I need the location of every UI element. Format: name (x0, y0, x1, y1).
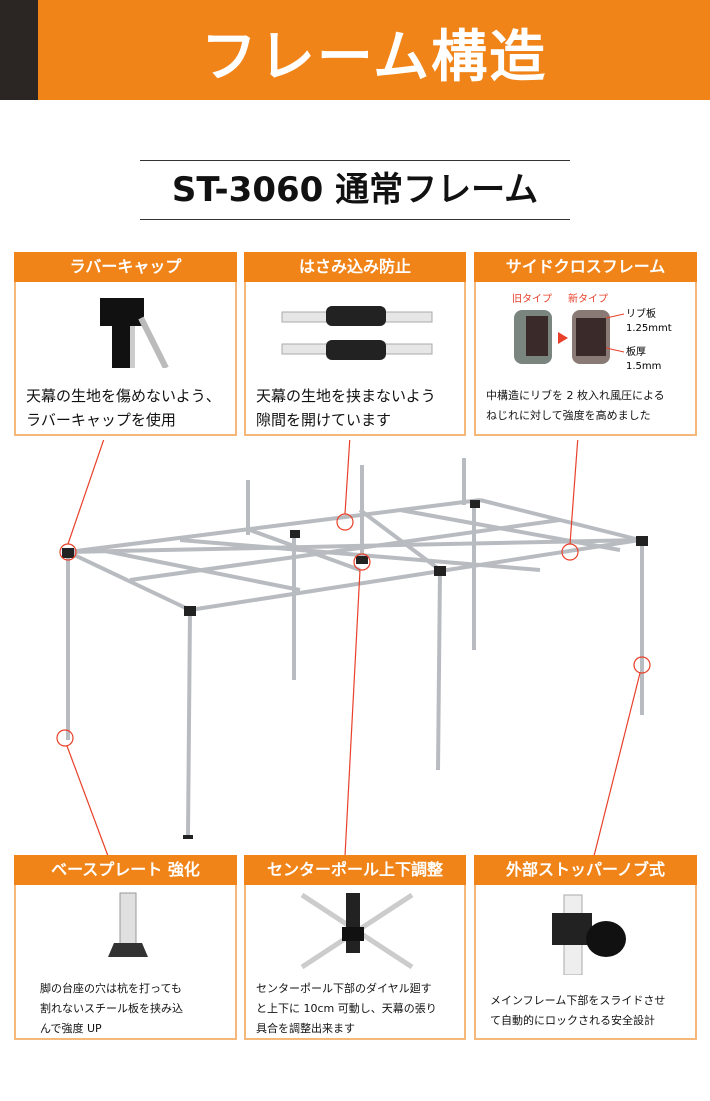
card-center-pole: センターポール上下調整 センターポール下部のダイヤル廻すと上下に 10cm 可動… (244, 855, 466, 1040)
page-title: フレーム構造 (200, 25, 548, 90)
stopper-knob-image (552, 894, 626, 975)
pinch-prevention-image (281, 306, 433, 360)
cross-section-image (514, 310, 625, 364)
frame-structure-diagram (56, 440, 651, 857)
card-text: センターポール下部のダイヤル廻すと上下に 10cm 可動し、天幕の張り具合を調整… (256, 982, 437, 1035)
card-title: ラバーキャップ (14, 252, 237, 282)
base-plate-image (108, 892, 148, 957)
card-title: はさみ込み防止 (244, 252, 466, 282)
header-accent-strip (0, 0, 38, 100)
card-text: メインフレーム下部をスライドさせて自動的にロックされる安全設計 (490, 994, 666, 1027)
card-rubber-cap: ラバーキャップ 天幕の生地を傷めないよう、ラバーキャップを使用 (14, 252, 237, 436)
card-title: ベースプレート 強化 (14, 855, 237, 885)
card-text: 中構造にリブを 2 枚入れ風圧によるねじれに対して強度を高めました (486, 389, 665, 422)
rubber-cap-image (100, 298, 169, 368)
card-pinch-prevention: はさみ込み防止 天幕の生地を挟まないよう隙間を開けています (244, 252, 466, 436)
card-base-plate: ベースプレート 強化 脚の台座の穴は杭を打っても割れないスチール板を挟み込んで強… (14, 855, 237, 1040)
card-external-stopper-knob: 外部ストッパーノブ式 メインフレーム下部をスライドさせて自動的にロックされる安全… (474, 855, 697, 1040)
header-banner: フレーム構造 (0, 0, 710, 100)
model-subtitle: ST-3060 通常フレーム (140, 160, 570, 220)
card-title: センターポール上下調整 (244, 855, 466, 885)
card-title: サイドクロスフレーム (474, 252, 697, 282)
card-title: 外部ストッパーノブ式 (474, 855, 697, 885)
card-text: 脚の台座の穴は杭を打っても割れないスチール板を挟み込んで強度 UP (40, 982, 183, 1035)
card-text: 天幕の生地を傷めないよう、ラバーキャップを使用 (26, 387, 221, 429)
new-type-label: 新タイプ (568, 294, 608, 305)
card-text: 天幕の生地を挟まないよう隙間を開けています (256, 387, 436, 429)
old-type-label: 旧タイプ (512, 294, 552, 305)
center-pole-image (300, 892, 414, 970)
